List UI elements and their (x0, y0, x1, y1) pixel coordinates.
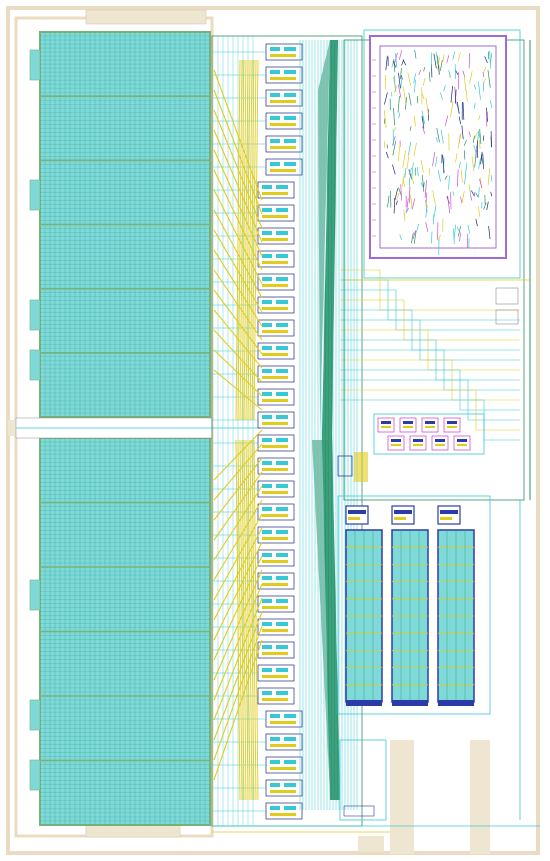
yellow-routing-fan (213, 59, 263, 801)
array-straps (29, 49, 41, 791)
control-cells-strip (373, 413, 485, 455)
synthesized-logic-block (363, 29, 521, 279)
sram-array-top (39, 31, 211, 418)
capacitor-banks (337, 495, 491, 715)
bottom-routing (212, 739, 540, 833)
sram-array-bottom (39, 437, 211, 826)
right-misc-boxes (337, 287, 519, 482)
